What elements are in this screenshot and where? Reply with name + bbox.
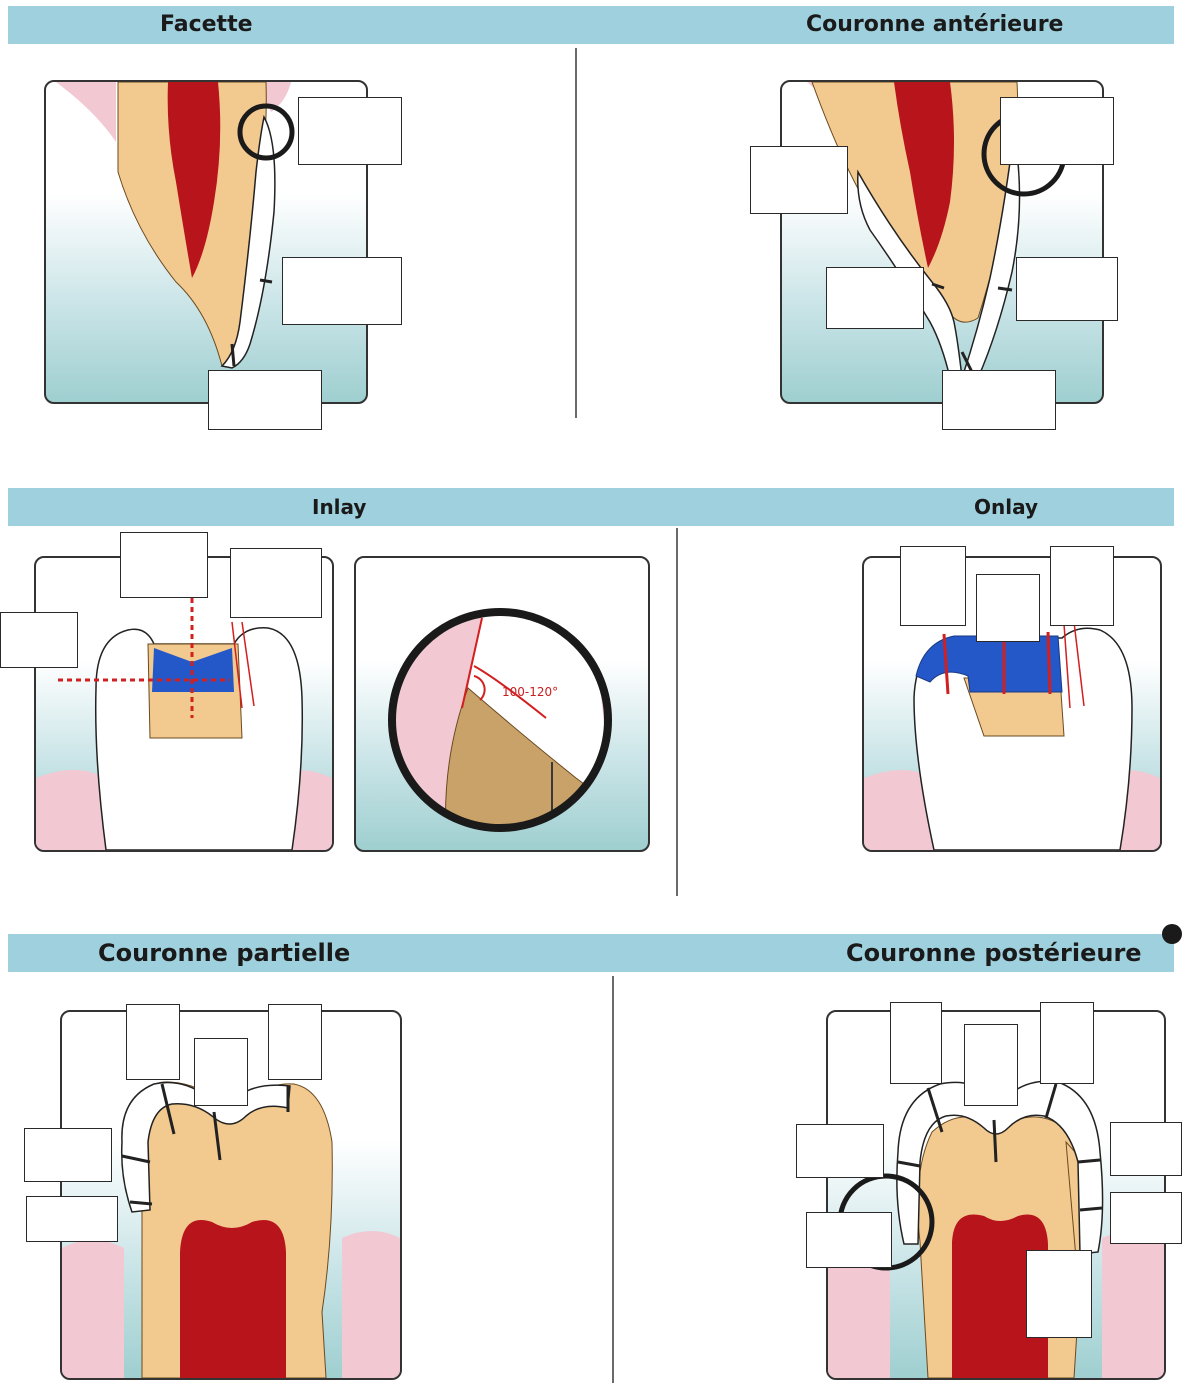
crown-margin-5 [1078,1160,1100,1162]
pulp [180,1220,286,1378]
couronne-posterieure-label-blank-5[interactable] [1110,1122,1182,1176]
couronne-posterieure-label-blank-3[interactable] [1040,1002,1094,1084]
couronne-posterieure-label-blank-1[interactable] [890,1002,942,1084]
couronne-posterieure-label-blank-7[interactable] [1110,1192,1182,1244]
title-onlay: Onlay [974,488,1038,526]
crown-margin-5 [130,1202,152,1204]
onlay-label-blank-2[interactable] [976,574,1040,642]
header-band-row-3: Couronne partielle Couronne postérieure [8,934,1174,972]
facette-label-blank-1[interactable] [298,97,402,165]
veneer-margin-mark [260,280,272,282]
gum-upper-left [56,82,116,142]
gum-right [1102,1231,1164,1378]
couronne-partielle-label-blank-1[interactable] [126,1004,180,1080]
crown-margin-2 [994,1120,996,1162]
couronne-posterieure-label-blank-8[interactable] [1026,1250,1092,1338]
inlay-detail-illustration: 100-120° [356,558,648,850]
onlay-label-blank-3[interactable] [1050,546,1114,626]
title-couronne-posterieure: Couronne postérieure [846,934,1142,972]
inlay-label-blank-2[interactable] [230,548,322,618]
divider-row-2 [676,528,678,896]
couronne-posterieure-label-blank-6[interactable] [806,1212,892,1268]
incisal-mark [232,344,234,366]
gum-right [342,1231,400,1378]
couronne-posterieure-label-blank-4[interactable] [796,1124,884,1178]
facette-label-blank-3[interactable] [208,370,322,430]
inlay-detail-panel: 100-120° [354,556,650,852]
couronne-partielle-label-blank-5[interactable] [26,1196,118,1242]
title-facette: Facette [160,6,253,44]
header-band-row-2: Inlay Onlay [8,488,1174,526]
angle-label: 100-120° [502,685,558,699]
couronne-anterieure-label-blank-5[interactable] [942,370,1056,430]
couronne-partielle-label-blank-2[interactable] [194,1038,248,1106]
couronne-partielle-label-blank-4[interactable] [24,1128,112,1182]
title-couronne-anterieure: Couronne antérieure [806,6,1063,44]
facette-label-blank-2[interactable] [282,257,402,325]
margin-mark-2 [998,288,1012,290]
onlay-label-blank-1[interactable] [900,546,966,626]
couronne-posterieure-label-blank-2[interactable] [964,1024,1018,1106]
gum-left [62,1240,124,1378]
inlay-label-blank-3[interactable] [0,612,78,668]
couronne-anterieure-label-blank-1[interactable] [750,146,848,214]
title-couronne-partielle: Couronne partielle [98,934,350,972]
inlay-label-blank-1[interactable] [120,532,208,598]
divider-row-1 [575,48,577,418]
header-band-row-1: Facette Couronne antérieure [8,6,1174,44]
title-inlay: Inlay [312,488,366,526]
corner-mark [1162,924,1182,944]
couronne-anterieure-label-blank-4[interactable] [1016,257,1118,321]
crown-margin-6 [1080,1208,1102,1210]
couronne-anterieure-label-blank-2[interactable] [1000,97,1114,165]
couronne-partielle-label-blank-3[interactable] [268,1004,322,1080]
gum-left [36,770,106,850]
prep-line-3 [1048,632,1050,694]
couronne-anterieure-label-blank-3[interactable] [826,267,924,329]
divider-row-3 [612,976,614,1383]
